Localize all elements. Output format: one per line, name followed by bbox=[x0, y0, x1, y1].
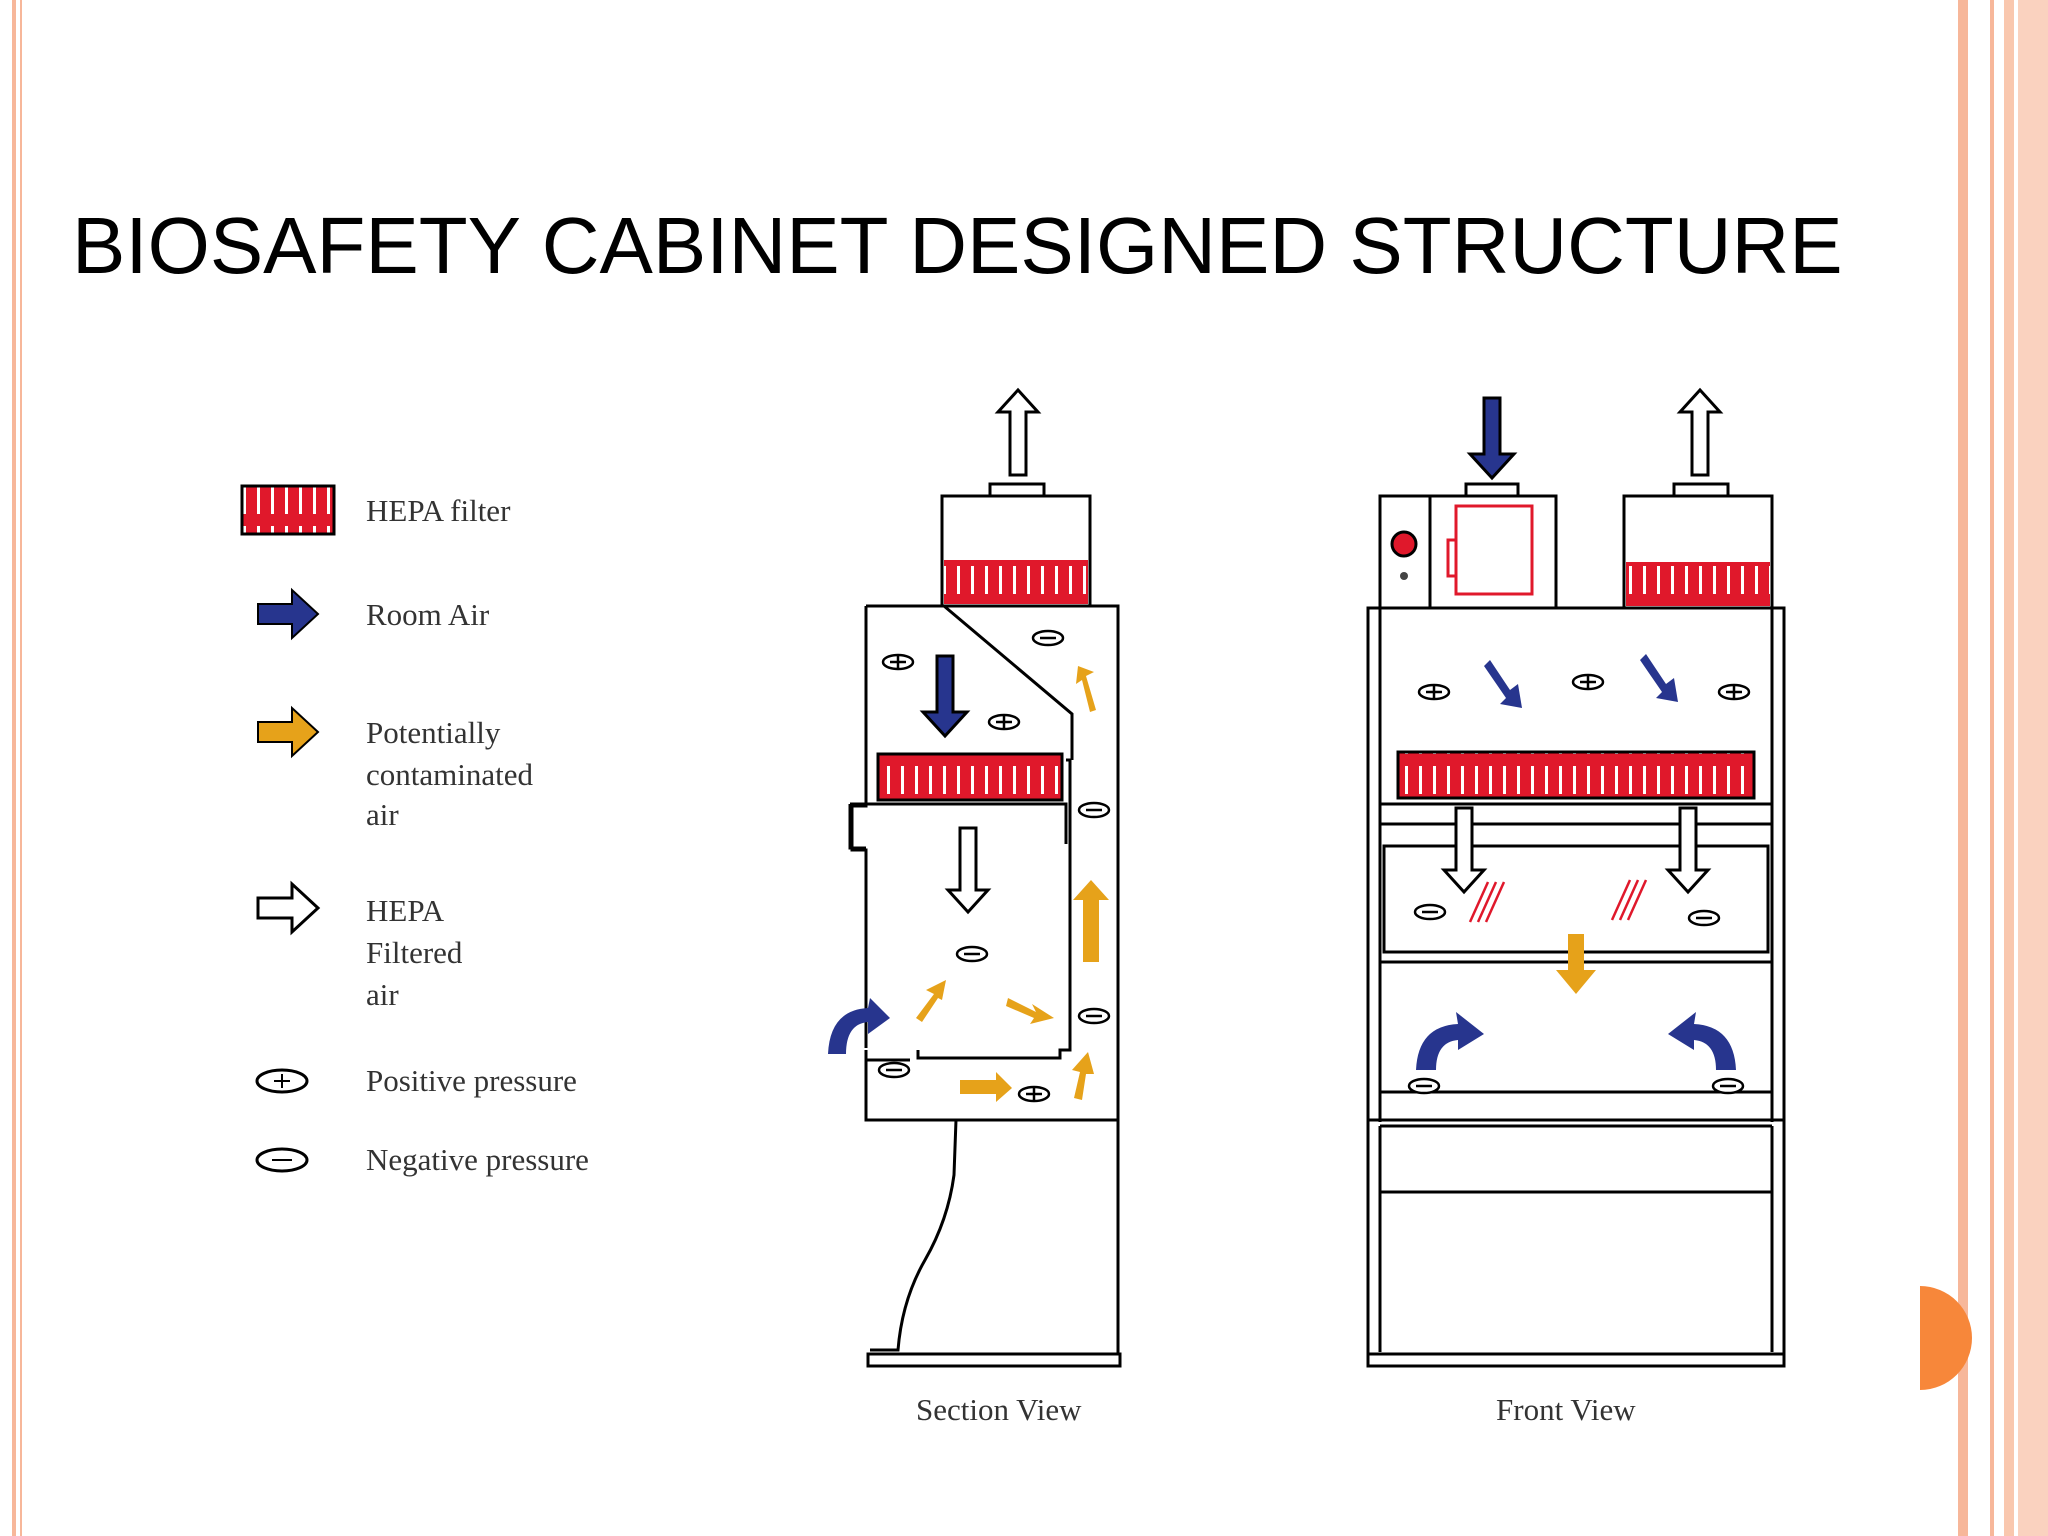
left-stripe-1 bbox=[12, 0, 16, 1536]
border-stripe-3 bbox=[2004, 0, 2014, 1536]
hepa-filter-icon bbox=[240, 484, 336, 536]
border-stripe-2 bbox=[1990, 0, 1994, 1536]
front-view bbox=[1366, 387, 1786, 1368]
section-view bbox=[828, 387, 1122, 1368]
room-air-arrow-icon bbox=[257, 587, 320, 641]
section-view-caption: Section View bbox=[916, 1392, 1082, 1427]
legend-hepa-label: HEPA filter bbox=[366, 493, 511, 528]
accent-half-circle bbox=[1920, 1286, 1972, 1390]
legend-labels: HEPA filter Room Air Potentially contami… bbox=[366, 493, 589, 1177]
left-stripe-2 bbox=[20, 0, 22, 1536]
filtered-air-arrow-icon bbox=[256, 880, 321, 936]
legend bbox=[240, 484, 336, 1173]
border-stripe-1 bbox=[1958, 0, 1968, 1536]
front-view-caption: Front View bbox=[1496, 1392, 1636, 1427]
legend-filtered-line-1: HEPA bbox=[366, 893, 445, 928]
contaminated-air-arrow-icon bbox=[257, 705, 320, 759]
legend-contaminated-line-3: air bbox=[366, 797, 399, 832]
positive-pressure-icon bbox=[255, 1068, 309, 1094]
negative-pressure-icon bbox=[255, 1147, 309, 1173]
legend-positive-label: Positive pressure bbox=[366, 1063, 577, 1098]
view-captions: Section View Front View bbox=[916, 1392, 1636, 1427]
legend-filtered-line-3: air bbox=[366, 977, 399, 1012]
legend-contaminated-line-1: Potentially bbox=[366, 715, 501, 750]
slide-title: BIOSAFETY CABINET DESIGNED STRUCTURE bbox=[72, 201, 1843, 290]
legend-contaminated-line-2: contaminated bbox=[366, 757, 533, 792]
border-stripe-4 bbox=[2018, 0, 2048, 1536]
legend-negative-label: Negative pressure bbox=[366, 1142, 589, 1177]
legend-filtered-line-2: Filtered bbox=[366, 935, 463, 970]
legend-room-air-label: Room Air bbox=[366, 597, 490, 632]
